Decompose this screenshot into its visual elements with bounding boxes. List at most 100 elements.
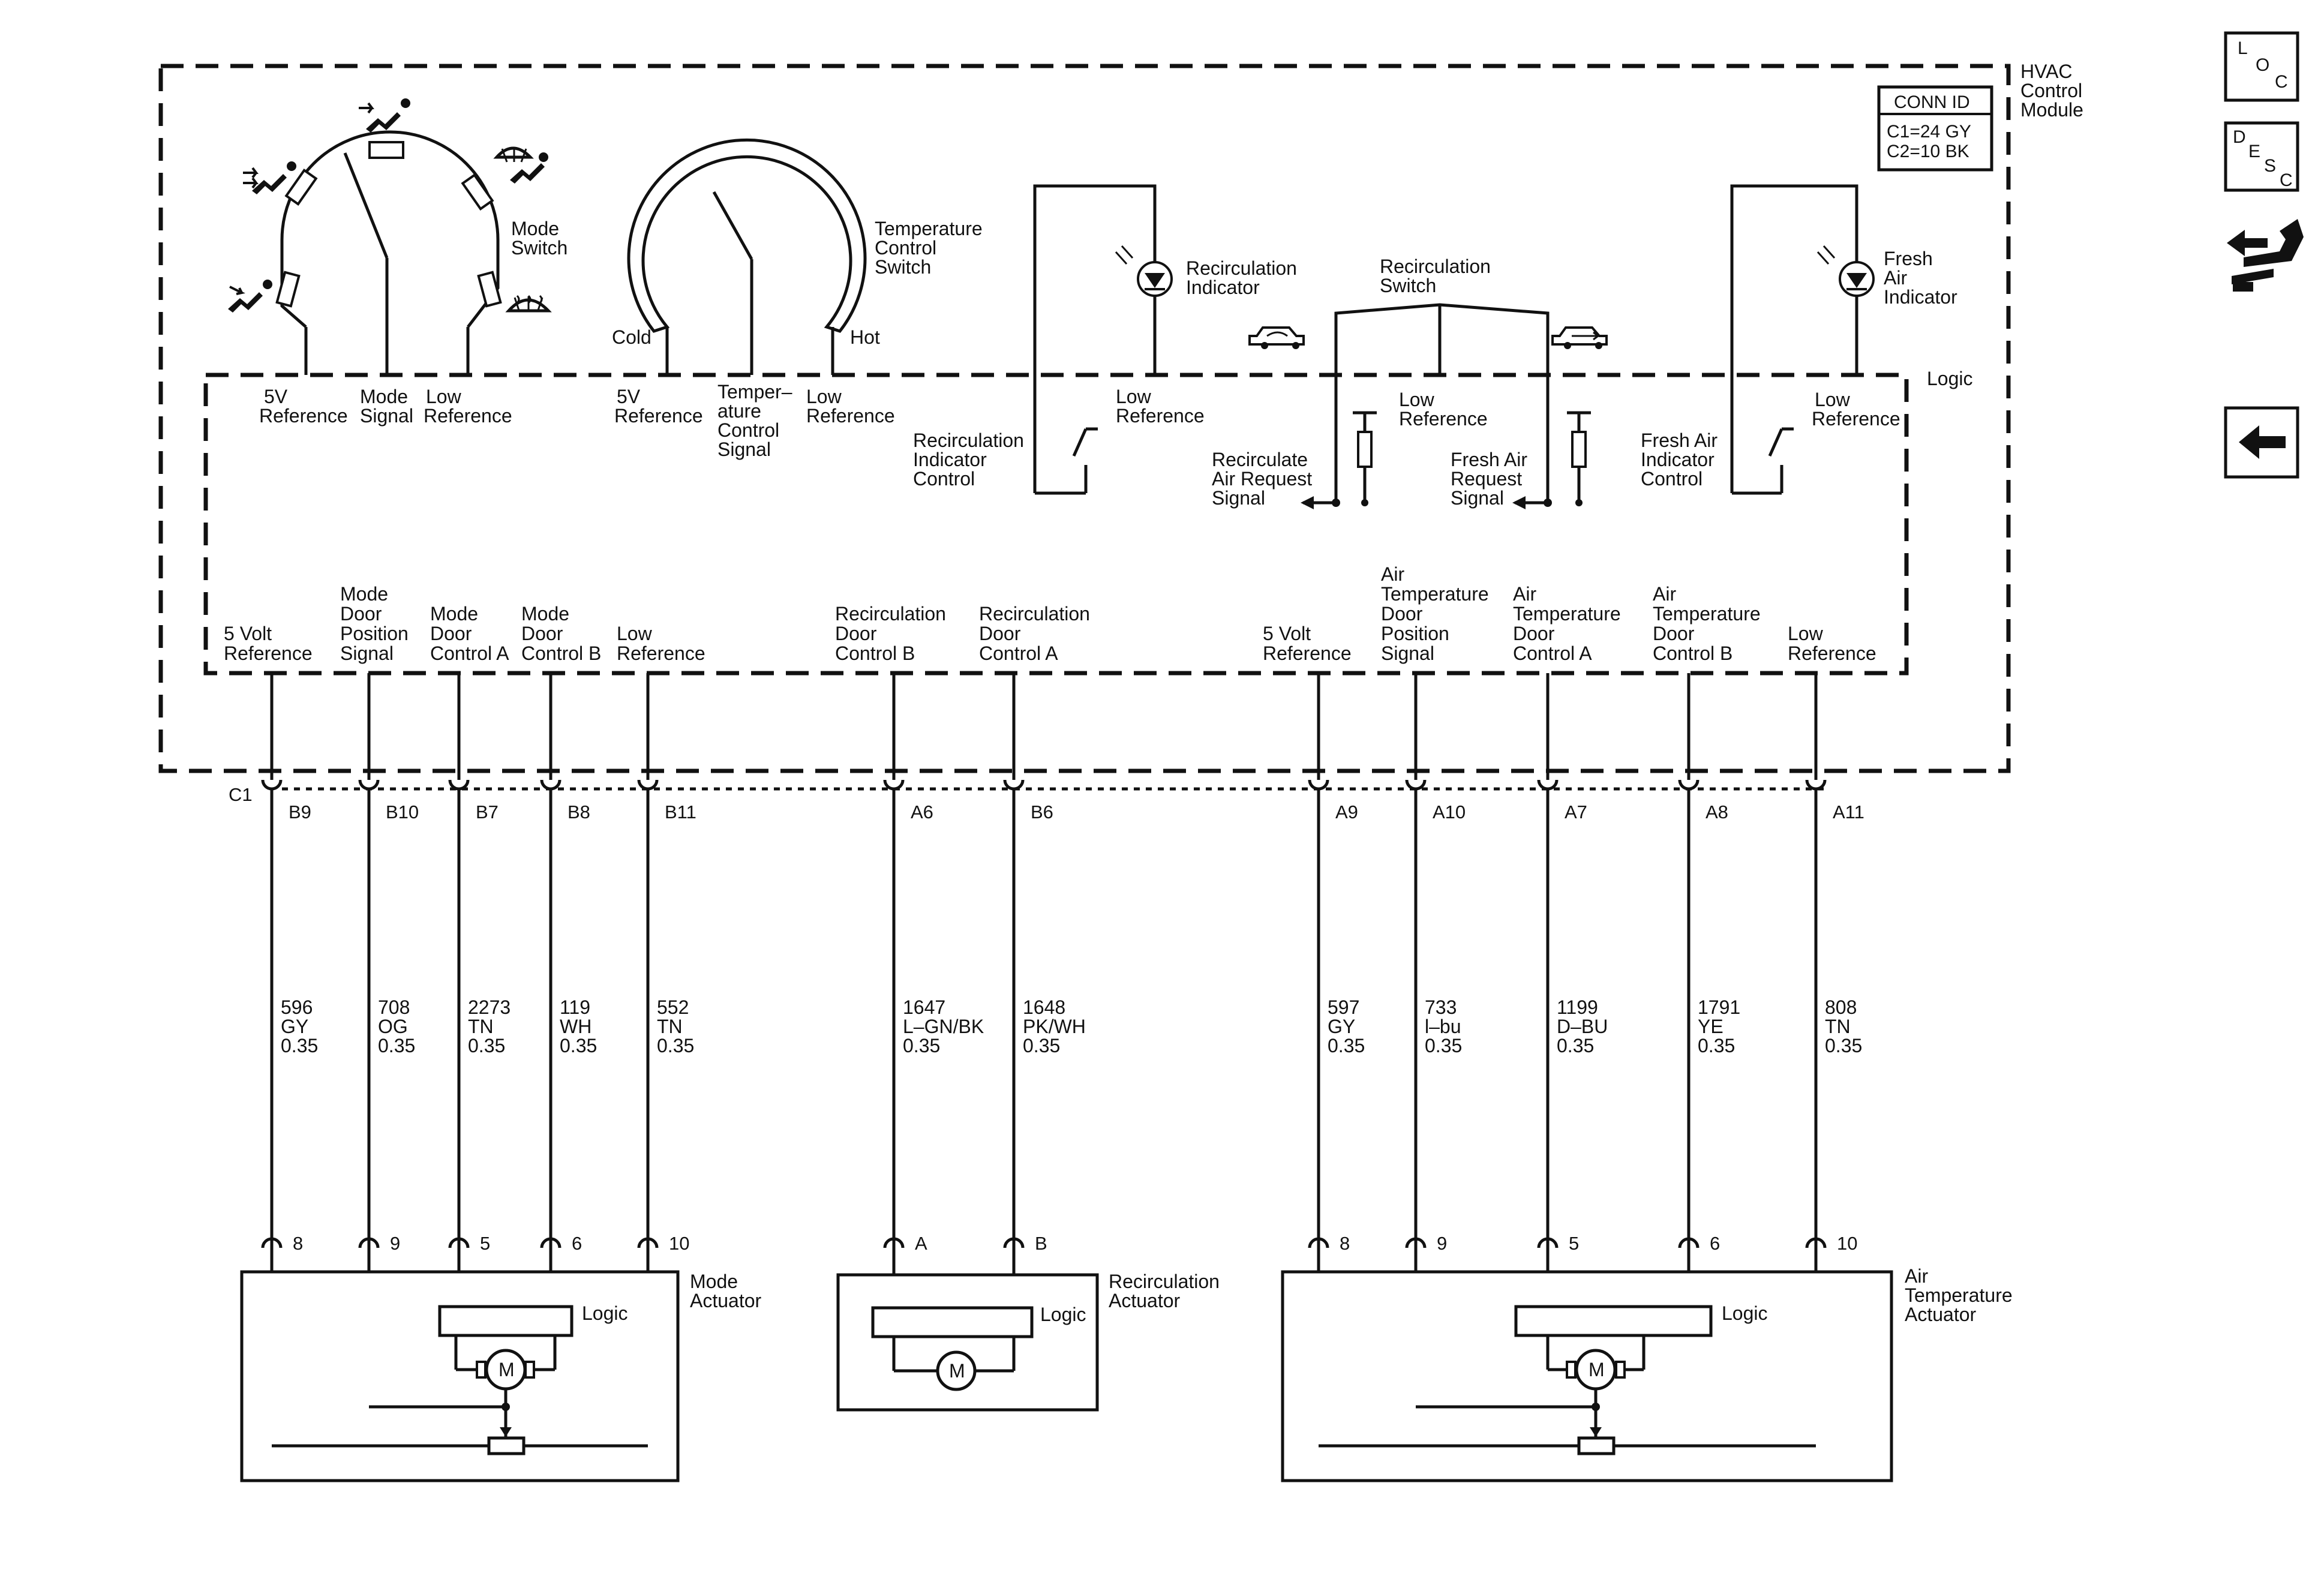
circuit-11-module-label: Reference — [1788, 643, 1876, 664]
back-button[interactable] — [2224, 406, 2299, 479]
circuit-11-number: 808 — [1825, 996, 1857, 1018]
recirc-switch-resistor-left — [1357, 431, 1373, 468]
circuit-1-module-label: Door — [340, 603, 382, 625]
circuit-2-actuator-terminal — [448, 1237, 470, 1248]
mode-actuator-label: Mode Actuator — [690, 1271, 762, 1311]
circuit-8-module-label: Temperature — [1381, 583, 1489, 605]
circuit-8-module-label: Air — [1381, 563, 1404, 585]
svg-text:Reference: Reference — [1812, 408, 1900, 430]
svg-text:Reference: Reference — [259, 405, 348, 427]
svg-text:D: D — [2233, 127, 2246, 147]
circuit-11-actuator-terminal — [1805, 1237, 1827, 1248]
svg-text:Control: Control — [875, 237, 936, 259]
svg-text:Low: Low — [1116, 386, 1152, 407]
connector-end-view-icon[interactable] — [2227, 219, 2304, 292]
circuit-2-module-label: Door — [430, 623, 472, 644]
svg-text:Request: Request — [1451, 468, 1522, 490]
svg-text:Reference: Reference — [424, 405, 512, 427]
svg-text:Control: Control — [1641, 468, 1703, 490]
circuit-1-c1-terminal — [358, 779, 380, 791]
fresh-air-signal-label: Fresh Air Request Signal — [1451, 449, 1527, 509]
cold-label: Cold — [612, 326, 651, 348]
circuit-7-actuator-terminal — [1308, 1237, 1329, 1248]
circuit-5-color: L–GN/BK — [903, 1016, 984, 1037]
fresh-air-car-icon — [1551, 326, 1608, 349]
circuit-9-number: 1199 — [1557, 996, 1598, 1018]
svg-text:ature: ature — [717, 400, 761, 422]
circuit-4-gauge: 0.35 — [657, 1035, 694, 1056]
svg-text:Fresh Air: Fresh Air — [1641, 430, 1718, 451]
desc-button[interactable]: D E S C — [2224, 121, 2299, 192]
circuit-2-module-label: Mode — [430, 603, 478, 625]
svg-text:S: S — [2264, 156, 2276, 176]
svg-text:Reference: Reference — [1116, 405, 1205, 427]
svg-text:Switch: Switch — [1380, 275, 1436, 296]
svg-text:Recirculation: Recirculation — [1380, 256, 1491, 277]
logic-boundary — [203, 373, 1909, 676]
circuit-8-color: l–bu — [1425, 1016, 1461, 1037]
recirc-indicator-control-label: Recirculation Indicator Control — [913, 430, 1024, 490]
svg-text:Switch: Switch — [875, 256, 931, 278]
circuit-6-color: PK/WH — [1023, 1016, 1086, 1037]
circuit-8-module-label: Position — [1381, 623, 1449, 644]
circuit-7-c1-pin: A9 — [1335, 801, 1358, 822]
circuit-8-number: 733 — [1425, 996, 1457, 1018]
svg-text:L: L — [2238, 38, 2248, 58]
svg-text:Air Request: Air Request — [1212, 468, 1312, 490]
mode-switch-contact-upper-left — [284, 169, 318, 206]
svg-text:E: E — [2248, 142, 2260, 161]
svg-text:C: C — [2275, 72, 2288, 92]
circuit-5-c1-terminal — [883, 779, 905, 791]
svg-text:Reference: Reference — [806, 405, 895, 427]
circuit-9-module-label: Temperature — [1513, 603, 1621, 625]
svg-text:Air: Air — [1884, 267, 1907, 289]
circuit-6-c1-terminal — [1003, 779, 1025, 791]
mode-actuator-logic-block — [438, 1305, 574, 1337]
logic-label: Logic — [1927, 368, 1973, 389]
circuit-2-module-label: Control A — [430, 643, 509, 664]
svg-text:Signal: Signal — [717, 439, 771, 460]
bi-level-icon — [243, 161, 296, 194]
circuit-0-module-label: 5 Volt — [224, 623, 272, 644]
circuit-1-number: 708 — [378, 996, 410, 1018]
mode-switch-contact-lower-right — [477, 271, 502, 308]
circuit-7-number: 597 — [1328, 996, 1359, 1018]
circuit-3-c1-pin: B8 — [568, 801, 590, 822]
circuit-3-actuator-pin: 6 — [572, 1233, 582, 1254]
circuit-6-module-label: Door — [979, 623, 1021, 644]
svg-text:Signal: Signal — [1451, 487, 1504, 509]
circuit-0-c1-terminal — [261, 779, 283, 791]
circuit-5-module-label: Control B — [835, 643, 915, 664]
circuit-2-c1-pin: B7 — [476, 801, 499, 822]
svg-text:Indicator: Indicator — [1884, 286, 1957, 308]
svg-text:C: C — [2280, 170, 2293, 190]
circuit-6-actuator-pin: B — [1035, 1233, 1047, 1254]
svg-text:Mode: Mode — [360, 386, 408, 407]
circuit-10-module-label: Control B — [1653, 643, 1733, 664]
recirc-actuator-logic-block — [871, 1306, 1034, 1338]
svg-text:5V: 5V — [617, 386, 641, 407]
mode-switch-contact-top — [368, 141, 404, 159]
svg-text:Control: Control — [913, 468, 975, 490]
circuit-9-c1-terminal — [1537, 779, 1559, 791]
svg-text:Actuator: Actuator — [1905, 1304, 1977, 1325]
svg-text:Fresh Air: Fresh Air — [1451, 449, 1527, 470]
temperature-switch — [627, 138, 867, 375]
fresh-indicator-label: Fresh Air Indicator — [1884, 248, 1957, 308]
loc-button[interactable]: L O C — [2224, 31, 2299, 102]
fresh-indicator-circuit — [1730, 184, 1858, 495]
svg-text:HVAC: HVAC — [2020, 61, 2073, 82]
recirculate-car-icon — [1248, 326, 1305, 349]
circuit-0-gauge: 0.35 — [281, 1035, 318, 1056]
circuit-4-module-label: Reference — [617, 643, 705, 664]
circuit-11-color: TN — [1825, 1016, 1851, 1037]
circuit-7-gauge: 0.35 — [1328, 1035, 1365, 1056]
air-temp-actuator-logic-label: Logic — [1722, 1302, 1768, 1324]
vent-icon — [359, 98, 410, 133]
circuit-9-c1-pin: A7 — [1565, 801, 1587, 822]
circuit-2-number: 2273 — [468, 996, 511, 1018]
svg-text:Recirculate: Recirculate — [1212, 449, 1308, 470]
svg-text:Temper–: Temper– — [717, 381, 792, 403]
circuit-4-color: TN — [657, 1016, 683, 1037]
circuit-7-actuator-pin: 8 — [1340, 1233, 1350, 1254]
